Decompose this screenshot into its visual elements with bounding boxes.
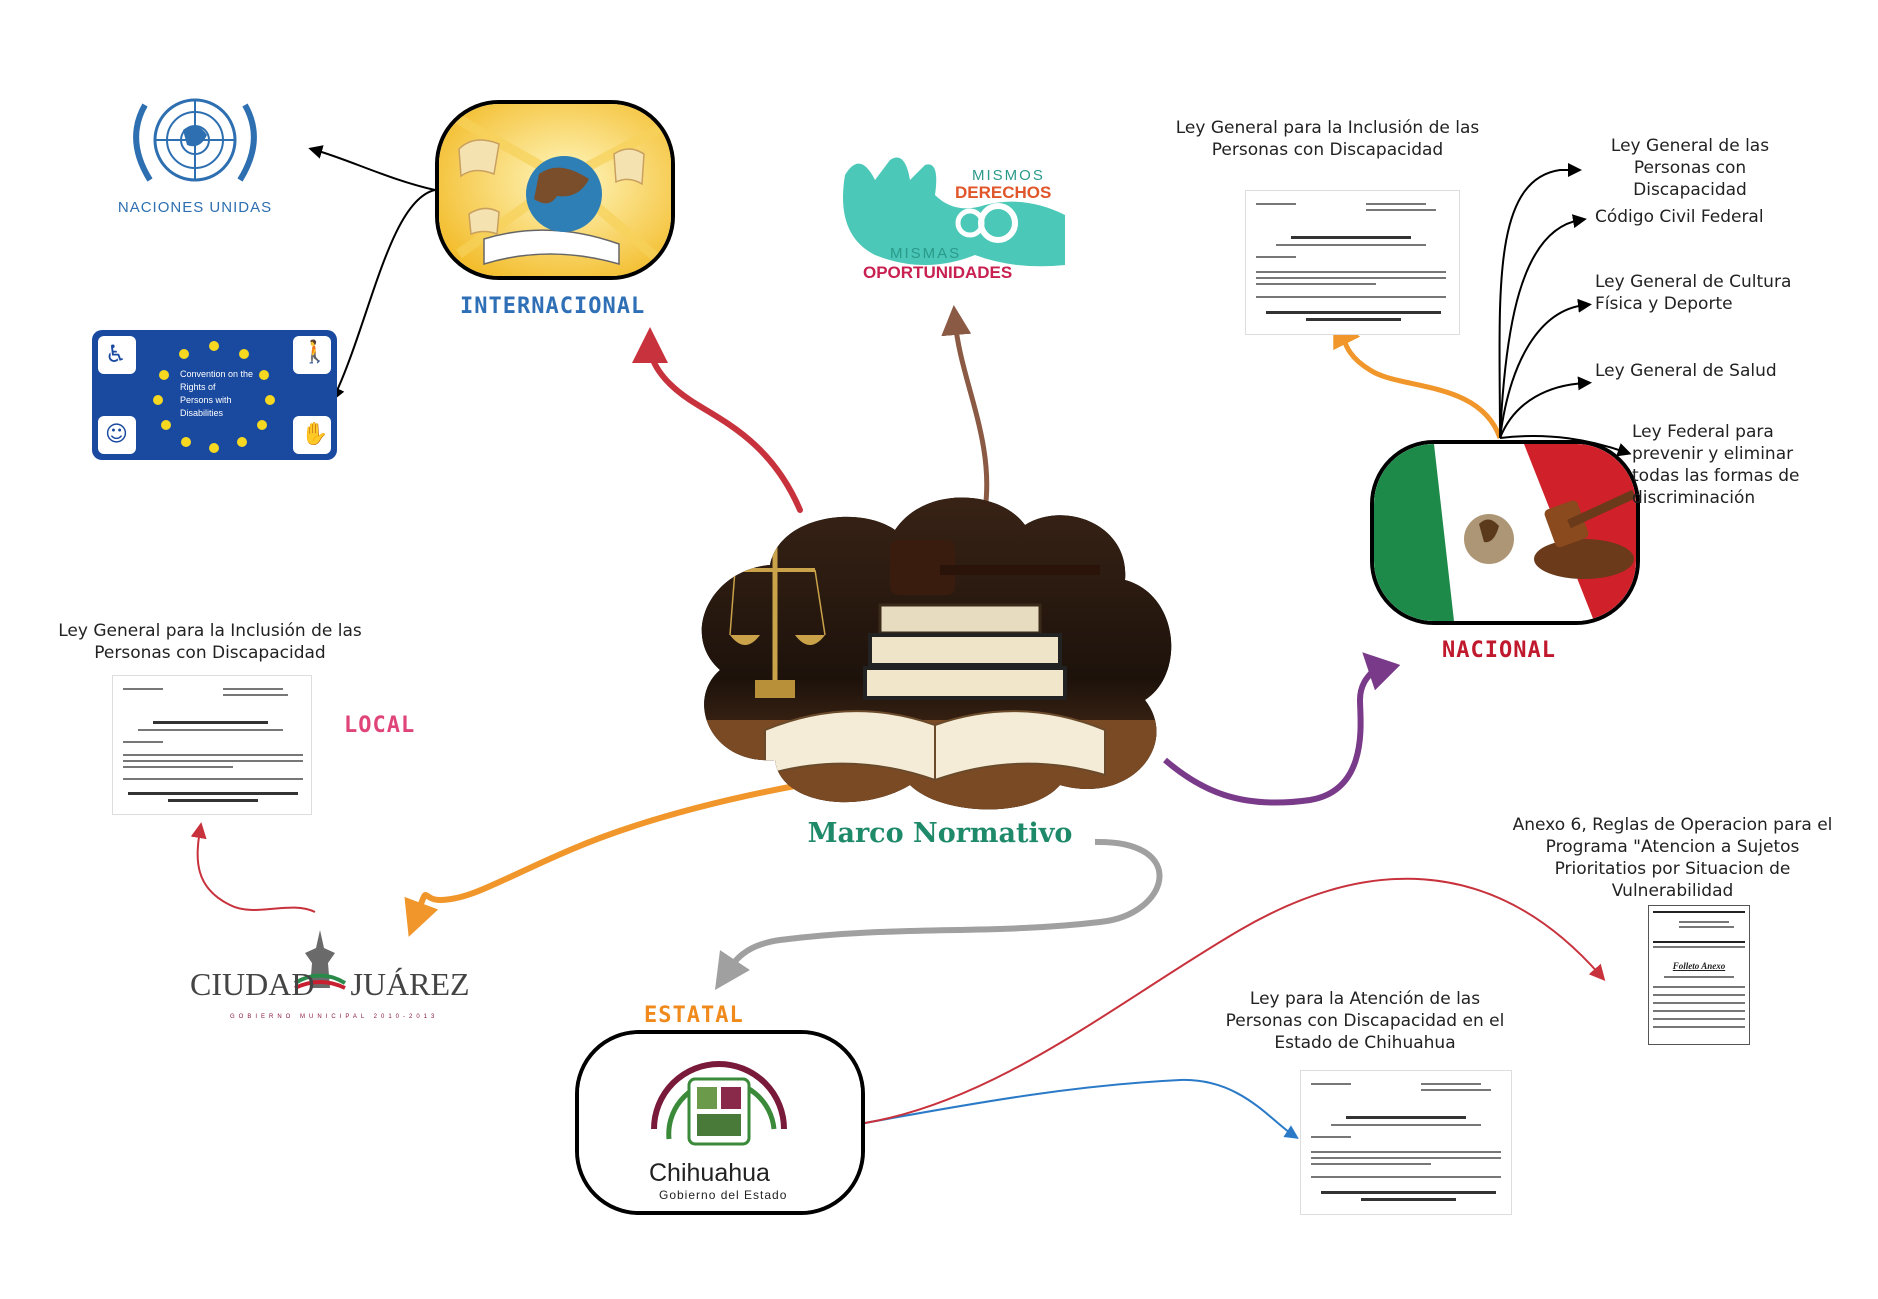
- ciudad-juarez-node[interactable]: CIUDAD JUÁREZ GOBIERNO MUNICIPAL 2010-201…: [190, 928, 470, 1028]
- internacional-heading: INTERNACIONAL: [460, 294, 646, 319]
- link-nac-child-4: [1499, 376, 1592, 439]
- link-nac-child-5: [1499, 434, 1632, 457]
- estatal-doc1-thumbnail[interactable]: [1300, 1070, 1512, 1215]
- eu-stars-image: [98, 336, 331, 454]
- central-title: Marco Normativo: [807, 818, 1073, 849]
- estatal-doc2-label: Anexo 6, Reglas de Operacion para el Pro…: [1512, 815, 1833, 901]
- link-nac-child-3: [1499, 298, 1592, 439]
- oportunidades-label: OPORTUNIDADES: [863, 263, 1013, 282]
- nacional-child-1[interactable]: Ley General de las Personas con Discapac…: [1610, 136, 1770, 200]
- central-cloud-image: [701, 497, 1172, 810]
- ciudad-label: CIUDAD: [190, 966, 315, 1002]
- link-nac-child-2: [1499, 214, 1587, 439]
- nacional-node[interactable]: [1370, 440, 1640, 625]
- chihuahua-label: Chihuahua: [649, 1159, 770, 1187]
- mismos-derechos-node[interactable]: MISMOS DERECHOS MISMAS OPORTUNIDADES: [835, 145, 1070, 285]
- nacional-child-3[interactable]: Ley General de Cultura Física y Deporte: [1595, 272, 1792, 314]
- link-estatal-doc2: [864, 877, 1606, 1124]
- convention-label: Convention on the Rights of Persons with…: [180, 369, 254, 418]
- link-local: [404, 782, 801, 937]
- world-book-image: [439, 104, 671, 276]
- mismos-label: MISMOS: [972, 167, 1045, 184]
- chihuahua-emblem-image: [579, 1034, 861, 1211]
- nacional-doc-label: Ley General para la Inclusión de las Per…: [1175, 118, 1480, 160]
- convention-node[interactable]: ♿ 🚶 ☺ ✋ Convention on the Rights of Pers…: [92, 330, 337, 460]
- link-mismos-derechos: [941, 305, 990, 511]
- link-nacional: [1163, 652, 1401, 806]
- juarez-monument-icon: [293, 930, 347, 990]
- link-local-doc: [190, 822, 316, 913]
- blind-person-icon: 🚶: [301, 340, 329, 365]
- nacional-heading: NACIONAL: [1442, 638, 1556, 663]
- sign-language-icon: ✋: [301, 422, 329, 447]
- local-doc-thumbnail[interactable]: [112, 675, 312, 815]
- link-nacional-doc: [1333, 316, 1503, 439]
- naciones-unidas-label: NACIONES UNIDAS: [117, 199, 273, 216]
- derechos-label: DERECHOS: [955, 183, 1052, 202]
- nacional-doc-thumbnail[interactable]: [1245, 190, 1460, 335]
- central-node[interactable]: [680, 485, 1190, 810]
- mexico-flag-gavel-image: [1374, 444, 1636, 621]
- folleto-anexo-title: Folleto Anexo: [1672, 961, 1726, 971]
- estatal-node[interactable]: Chihuahua Gobierno del Estado: [575, 1030, 865, 1215]
- estatal-heading: ESTATAL: [644, 1003, 744, 1028]
- juarez-label: JUÁREZ: [350, 966, 470, 1002]
- head-icon: ☺: [105, 422, 128, 447]
- link-estatal: [715, 838, 1163, 990]
- nacional-child-2[interactable]: Código Civil Federal: [1595, 207, 1764, 227]
- link-internacional: [632, 327, 803, 513]
- link-estatal-doc1: [864, 1078, 1299, 1139]
- internacional-node[interactable]: [435, 100, 675, 280]
- un-emblem-icon: [133, 98, 257, 182]
- nacional-child-5[interactable]: Ley Federal para prevenir y eliminar tod…: [1632, 422, 1800, 508]
- naciones-unidas-node[interactable]: NACIONES UNIDAS: [105, 85, 285, 220]
- wheelchair-icon: ♿: [105, 340, 127, 368]
- hands-logo-image: [843, 157, 1065, 267]
- link-convention: [331, 189, 436, 402]
- link-naciones-unidas: [308, 145, 436, 191]
- gobierno-estado-label: Gobierno del Estado: [659, 1188, 788, 1202]
- mismas-label: MISMAS: [890, 245, 962, 262]
- nacional-child-4[interactable]: Ley General de Salud: [1595, 361, 1777, 381]
- local-doc-label: Ley General para la Inclusión de las Per…: [58, 621, 362, 663]
- estatal-doc1-label: Ley para la Atención de las Personas con…: [1225, 989, 1505, 1053]
- local-heading: LOCAL: [344, 713, 416, 738]
- link-nac-child-1: [1498, 163, 1582, 439]
- gobierno-municipal-label: GOBIERNO MUNICIPAL 2010-2013: [230, 1014, 439, 1020]
- estatal-doc2-thumbnail[interactable]: Folleto Anexo: [1648, 905, 1750, 1045]
